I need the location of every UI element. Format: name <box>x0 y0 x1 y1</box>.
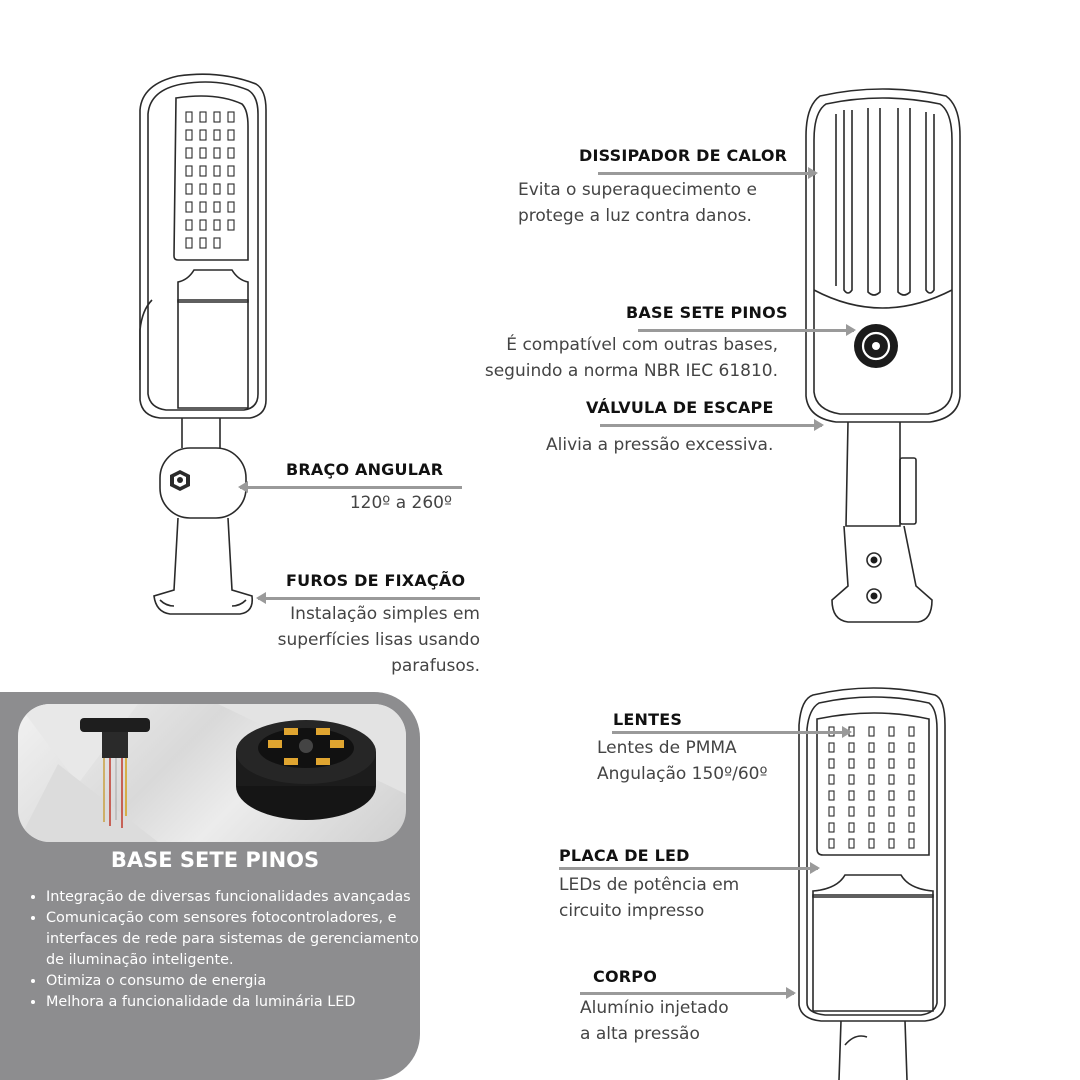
desc-line: Instalação simples em <box>290 604 480 624</box>
desc-line: Lentes de PMMA <box>597 738 737 758</box>
callout-base-title: BASE SETE PINOS <box>626 303 788 322</box>
callout-lentes-title: LENTES <box>613 710 683 729</box>
callout-dissipador-title: DISSIPADOR DE CALOR <box>579 146 788 165</box>
list-item: Comunicação com sensores fotocontrolador… <box>46 908 426 971</box>
list-item: Integração de diversas funcionalidades a… <box>46 887 426 908</box>
callout-placa-desc: LEDs de potência em circuito impresso <box>559 872 739 924</box>
callout-furos-desc: Instalação simples em superfícies lisas … <box>278 601 480 679</box>
callout-braco-desc: 120º a 260º <box>350 490 452 516</box>
desc-line: superfícies lisas usando <box>277 630 480 650</box>
panel-bullet-list: Integração de diversas funcionalidades a… <box>24 887 426 1013</box>
desc-line: circuito impresso <box>559 901 705 921</box>
callout-dissipador-arrow <box>598 167 818 179</box>
info-panel: BASE SETE PINOS Integração de diversas f… <box>0 692 420 1080</box>
callout-braco-arrow <box>238 481 462 493</box>
callout-lentes-arrow <box>612 726 852 738</box>
callout-placa-title: PLACA DE LED <box>559 846 690 865</box>
base-product-photo <box>18 704 406 842</box>
callout-corpo-title: CORPO <box>593 967 657 986</box>
callout-base-arrow <box>638 324 856 336</box>
desc-line: a alta pressão <box>580 1024 700 1044</box>
desc-line: seguindo a norma NBR IEC 61810. <box>484 361 778 381</box>
desc-line: Angulação 150º/60º <box>597 764 768 784</box>
callout-placa-arrow <box>559 862 820 874</box>
callout-furos-arrow <box>256 592 480 604</box>
callout-lentes-desc: Lentes de PMMA Angulação 150º/60º <box>597 735 768 787</box>
desc-line: LEDs de potência em <box>559 875 740 895</box>
desc-line: parafusos. <box>391 656 480 676</box>
callout-braco-title: BRAÇO ANGULAR <box>286 460 444 479</box>
desc-line: Alumínio injetado <box>580 998 729 1018</box>
panel-title: BASE SETE PINOS <box>110 848 320 872</box>
luminaire-front-illustration <box>798 687 946 1080</box>
callout-corpo-arrow <box>580 987 796 999</box>
callout-base-desc: É compatível com outras bases, seguindo … <box>485 332 778 384</box>
list-item: Melhora a funcionalidade da luminária LE… <box>46 992 426 1013</box>
callout-dissipador-desc: Evita o superaquecimento e protege a luz… <box>518 177 757 229</box>
desc-line: Alivia a pressão excessiva. <box>546 435 774 455</box>
callout-valvula-desc: Alivia a pressão excessiva. <box>546 432 773 458</box>
callout-corpo-desc: Alumínio injetado a alta pressão <box>580 995 729 1047</box>
desc-line: Evita o superaquecimento e <box>518 180 757 200</box>
desc-line: É compatível com outras bases, <box>506 335 778 355</box>
callout-furos-title: FUROS DE FIXAÇÃO <box>286 571 466 590</box>
callout-valvula-arrow <box>600 419 824 431</box>
luminaire-back-illustration <box>805 88 961 623</box>
base-photo-graphic <box>18 704 406 842</box>
desc-line: 120º a 260º <box>349 493 452 513</box>
list-item: Otimiza o consumo de energia <box>46 971 426 992</box>
luminaire-side-illustration <box>139 73 267 615</box>
desc-line: protege a luz contra danos. <box>518 206 752 226</box>
callout-valvula-title: VÁLVULA DE ESCAPE <box>586 398 774 417</box>
